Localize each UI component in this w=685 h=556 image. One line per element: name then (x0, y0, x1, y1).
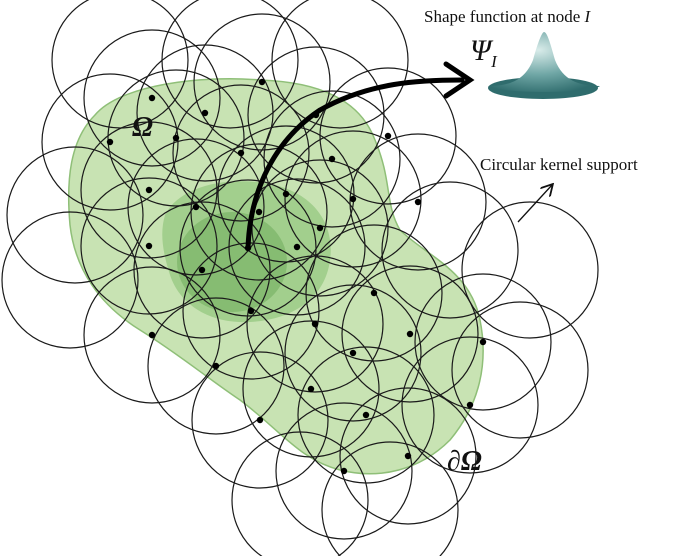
kernel-support-circle (133, 201, 271, 339)
node-point (148, 331, 156, 339)
node-point (255, 208, 263, 216)
kernel-support-circle (51, 0, 189, 129)
kernel-support-circle (41, 73, 179, 211)
kernel-support-circle (349, 133, 487, 271)
shape-function-bell-icon (488, 32, 600, 99)
kernel-support-circle (172, 84, 310, 222)
node-point (198, 266, 206, 274)
kernel-support-circle (319, 67, 457, 205)
node-point (145, 186, 153, 194)
node-point (282, 190, 290, 198)
node-point (148, 94, 156, 102)
kernel-support-circle (381, 181, 519, 319)
node-point (362, 411, 370, 419)
node-point (307, 385, 315, 393)
node-point (256, 416, 264, 424)
node-point (172, 134, 180, 142)
node-point (349, 349, 357, 357)
kernel-support-circle (246, 255, 384, 393)
kernel-support-circle (127, 138, 265, 276)
node-point (212, 362, 220, 370)
domain-label: Ω (132, 112, 153, 143)
node-point (466, 401, 474, 409)
kernel-support-label: Circular kernel support (480, 155, 638, 174)
node-point (192, 203, 200, 211)
kernel-support-circle (6, 146, 144, 284)
kernel-support-circle (275, 402, 413, 540)
kernel-support-circle (271, 0, 409, 129)
node-point (258, 78, 266, 86)
kernel-support-circle (341, 265, 479, 403)
node-point (340, 467, 348, 475)
kernel-support-circle (182, 242, 320, 380)
boundary-label: ∂Ω (447, 446, 482, 477)
node-point (247, 307, 255, 315)
node-point (311, 320, 319, 328)
node-point (404, 452, 412, 460)
node-point (145, 242, 153, 250)
node-point (479, 338, 487, 346)
kernel-support-circle (284, 284, 422, 422)
kernel-support-circle (451, 301, 589, 439)
kernel-support-circle (321, 441, 459, 556)
node-point (328, 155, 336, 163)
node-point (106, 138, 114, 146)
node-point (370, 289, 378, 297)
kernel-support-circle (190, 143, 328, 281)
kernel-support-circle (263, 90, 401, 228)
node-point (237, 149, 245, 157)
kernel-support-circle (80, 177, 218, 315)
node-point (406, 330, 414, 338)
arrow-head (443, 61, 475, 99)
node-point (201, 109, 209, 117)
node-point (414, 198, 422, 206)
kernel-support-circle (83, 29, 221, 167)
kernel-support-circle (107, 69, 245, 207)
kernel-support-circle (1, 211, 139, 349)
node-point (384, 132, 392, 140)
psi-symbol: ΨI (470, 34, 498, 71)
nodes (106, 78, 487, 475)
kernel-support-circle (231, 431, 369, 556)
kernel-support-circle (147, 297, 285, 435)
kernel-support-circle (161, 0, 299, 129)
core-region (177, 212, 287, 312)
kernel-support-circle (461, 201, 599, 339)
node-point (349, 195, 357, 203)
kernel-support-circle (401, 336, 539, 474)
kernel-support-circle (414, 273, 552, 411)
shape-function-label: Shape function at node I (424, 7, 592, 26)
kernel-support-circle (339, 387, 477, 525)
node-point (316, 224, 324, 232)
kernel-support-pointer (517, 185, 552, 223)
kernel-support-circle (83, 266, 221, 404)
node-point (293, 243, 301, 251)
kernel-support-circle (191, 351, 329, 489)
kernel-support-circle (305, 224, 443, 362)
node-to-shape-arrow (245, 77, 465, 251)
kernel-support-circle (242, 320, 380, 458)
